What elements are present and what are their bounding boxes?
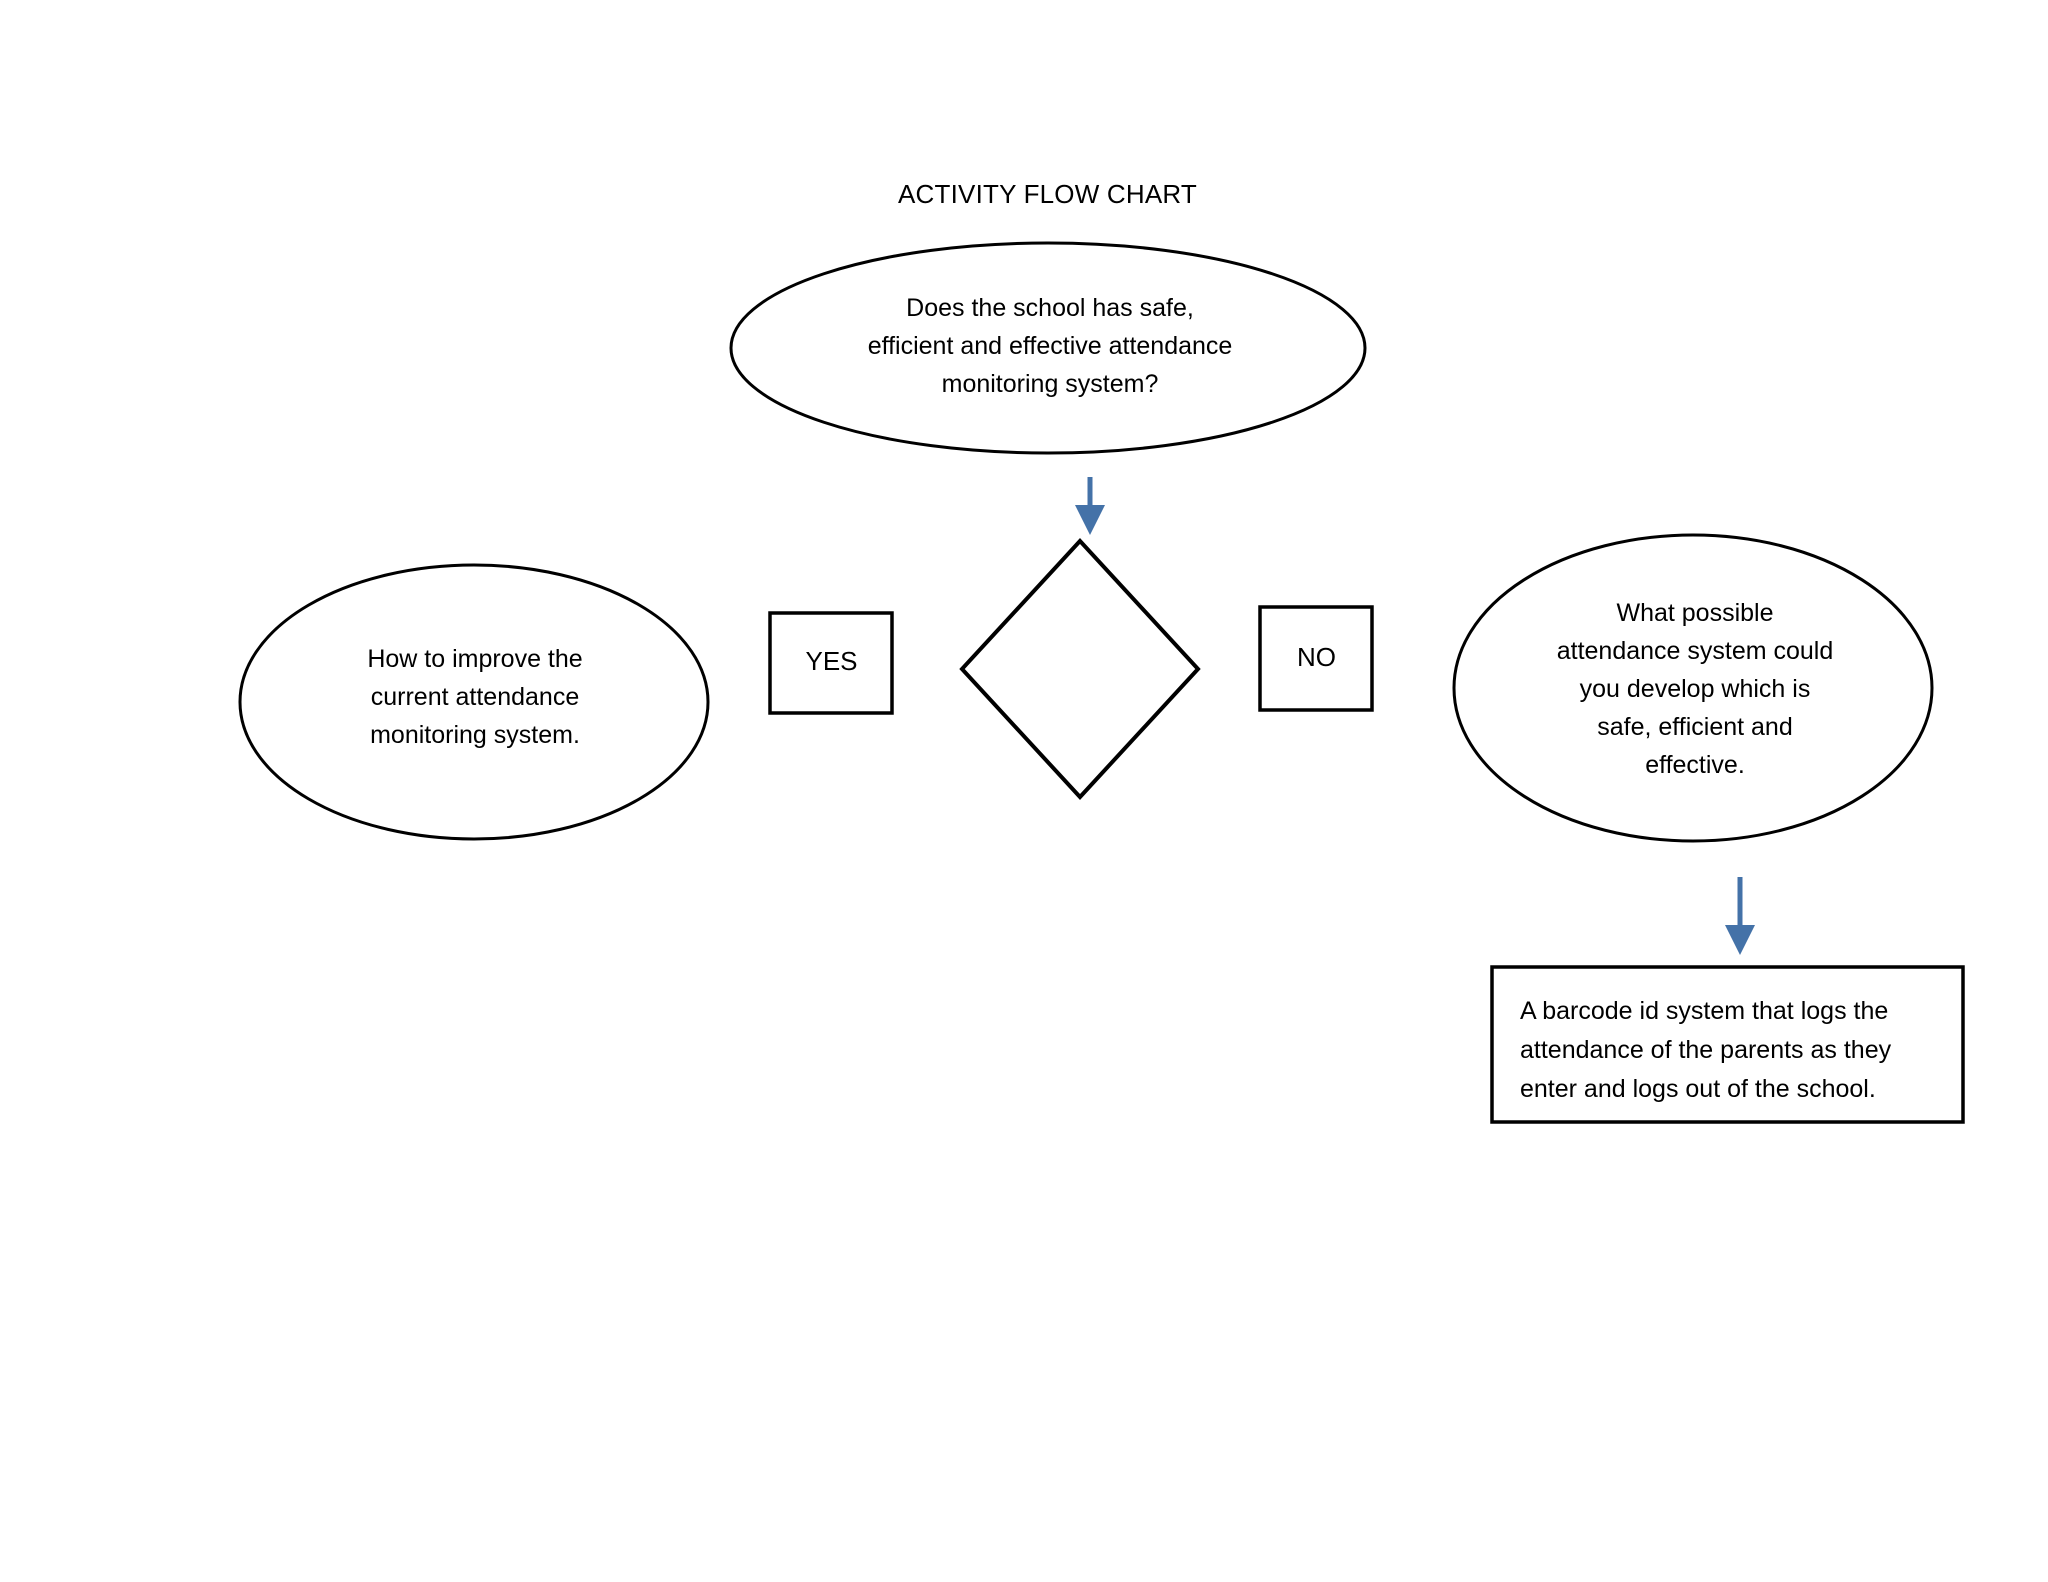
yes-box[interactable] <box>770 613 892 713</box>
no-box-shape <box>1258 605 1374 712</box>
decision-diamond[interactable] <box>962 541 1198 797</box>
question-ellipse-shape <box>729 241 1367 455</box>
question-ellipse-label: Does the school has safe, efficient and … <box>867 294 1233 398</box>
develop-ellipse-label: What possible attendance system could yo… <box>1556 599 1834 779</box>
yes-box-shape <box>768 611 894 715</box>
develop-ellipse[interactable] <box>1454 535 1932 841</box>
develop-ellipse-shape <box>1452 533 1934 843</box>
question-ellipse[interactable] <box>731 243 1365 453</box>
improve-ellipse[interactable] <box>240 565 708 839</box>
decision-diamond-shape <box>959 538 1201 800</box>
no-box[interactable] <box>1260 607 1372 710</box>
improve-ellipse-label: How to improve the current attendance mo… <box>367 645 583 749</box>
yes-box-label: YES <box>805 646 858 676</box>
no-box-label: NO <box>1297 642 1336 672</box>
improve-ellipse-shape <box>238 563 710 841</box>
page-title: ACTIVITY FLOW CHART <box>898 179 1197 209</box>
barcode-box[interactable] <box>1492 967 1963 1122</box>
barcode-box-shape <box>1490 965 1965 1124</box>
barcode-box-label: A barcode id system that logs the attend… <box>1520 997 1892 1103</box>
